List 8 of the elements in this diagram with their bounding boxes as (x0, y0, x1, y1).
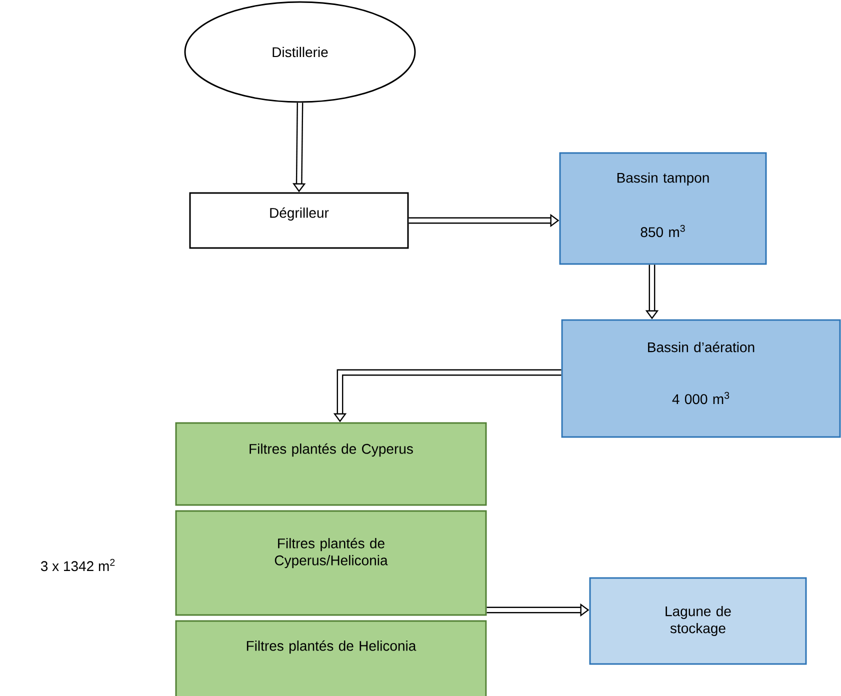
process-box: Bassin d’aération 4 000 m$^{3}$ (561, 319, 841, 438)
area-label: 3 x 1342 m$^{2}$ (40, 558, 115, 572)
filter-box: Filtres plantés de Heliconia (175, 620, 487, 696)
process-box: Dégrilleur (189, 192, 409, 249)
process-box: Bassin tampon 850 m$^{3}$ (559, 152, 767, 265)
filter-box: Filtres plantés de Cyperus (175, 422, 487, 506)
filter-box: Filtres plantés de Cyperus/Heliconia (175, 510, 487, 616)
lagoon-box: Lagune de stockage (589, 577, 807, 665)
